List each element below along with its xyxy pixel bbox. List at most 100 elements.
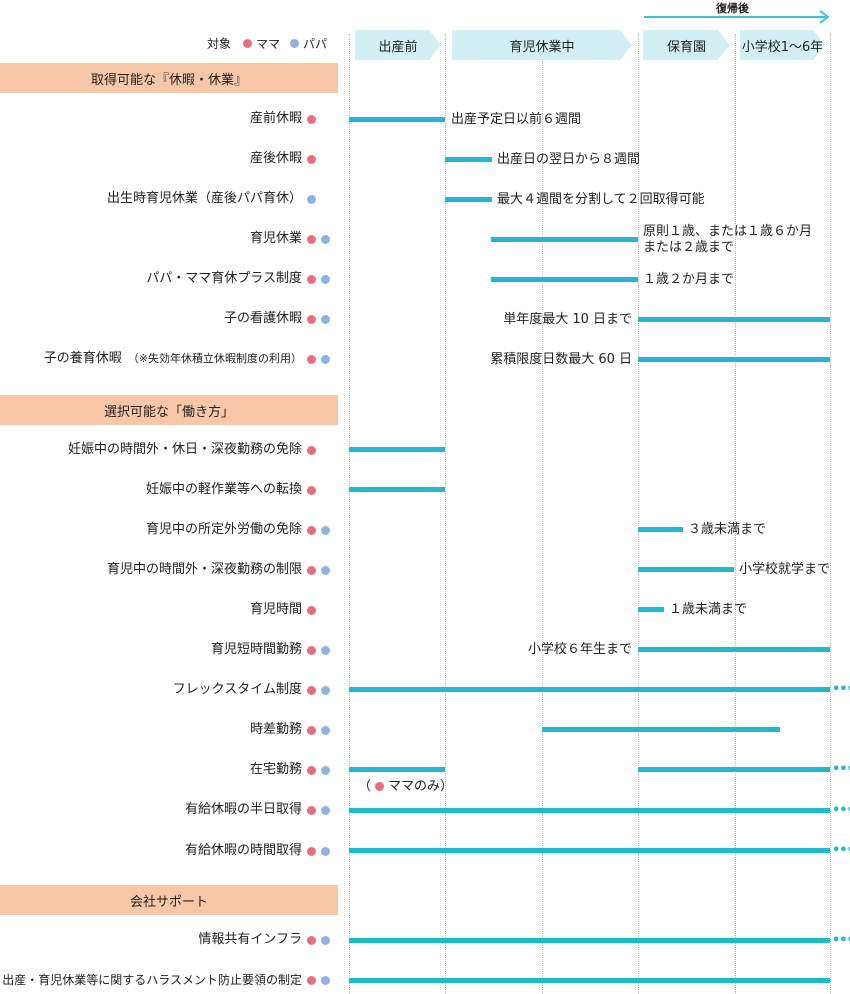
mama-dot-icon (307, 154, 316, 164)
row-targets (307, 109, 316, 129)
guide-line-3 (542, 34, 543, 994)
papa-dot-icon (321, 935, 330, 945)
guide-line-2 (445, 34, 446, 994)
period-bar (638, 607, 664, 612)
row-label-info-sharing: 情報共有インフラ (198, 932, 302, 947)
period-bar (349, 117, 445, 122)
mama-dot-icon (307, 846, 316, 856)
phase-elementary: 小学校1〜6年 (740, 30, 825, 60)
row-targets (307, 520, 330, 540)
mama-dot-icon (307, 445, 316, 455)
row-label-papa-mama-plus: パパ・ママ育休プラス制度 (146, 271, 302, 286)
row-label-harassment-prevention: 妊娠・出産・育児休業等に関するハラスメント防止要領の制定 (0, 973, 302, 987)
papa-dot-icon (321, 314, 330, 324)
section-leave: 取得可能な『休暇・休業』 (0, 63, 338, 93)
row-label-hourly-leave: 有給休暇の時間取得 (184, 843, 302, 858)
row-targets (307, 560, 330, 580)
papa-dot-icon (321, 354, 330, 364)
period-bar (491, 277, 638, 282)
papa-dot-icon (321, 765, 330, 775)
annotation: 原則１歳、または１歳６か月 (643, 224, 813, 239)
row-targets (307, 269, 330, 289)
period-bar (638, 767, 830, 772)
row-label-papa-birth-leave: 出生時育児休業（産後パパ育休） (106, 191, 302, 206)
guide-line-4 (638, 34, 639, 994)
row-label-short-hours: 育児短時間勤務 (210, 642, 302, 657)
mama-dot-icon (375, 782, 385, 791)
annotation-text: ママのみ） (388, 779, 454, 794)
return-arrow-icon (644, 10, 830, 24)
annotation: ３歳未満まで (688, 522, 767, 537)
row-targets (307, 841, 330, 861)
period-bar (491, 237, 638, 242)
return-label: 復帰後 (716, 2, 749, 15)
row-label-pregnancy-overtime-exemption: 妊娠中の時間外・休日・深夜勤務の免除 (67, 442, 302, 457)
row-label-staggered-hours: 時差勤務 (249, 722, 302, 737)
annotation-mama-only: （ ママのみ） (358, 778, 453, 795)
row-label-text: 子の養育休暇 (43, 351, 122, 366)
annotation: 小学校６年生まで (527, 642, 632, 657)
papa-dot-icon (321, 975, 330, 985)
continuation-marker: ••• (832, 843, 850, 858)
period-bar (349, 447, 445, 452)
mama-dot-icon (307, 354, 316, 364)
continuation-marker: ••• (832, 682, 850, 697)
row-targets (307, 309, 330, 329)
guide-line-6 (830, 34, 831, 994)
mama-dot-icon (243, 39, 253, 48)
mama-dot-icon (307, 605, 316, 615)
continuation-marker: ••• (832, 933, 850, 948)
section-work-style: 選択可能な「働き方」 (0, 395, 338, 425)
legend-papa-label: パパ (303, 37, 328, 51)
papa-dot-icon (307, 194, 316, 204)
legend-target-label: 対象 (207, 37, 232, 51)
row-label-pregnancy-light-work: 妊娠中の軽作業等への転換 (145, 482, 302, 497)
row-targets (307, 480, 316, 500)
mama-dot-icon (307, 525, 316, 535)
row-targets (307, 680, 330, 700)
mama-dot-icon (307, 565, 316, 575)
period-bar (349, 978, 830, 983)
mama-dot-icon (307, 935, 316, 945)
period-bar (445, 197, 492, 202)
papa-dot-icon (321, 846, 330, 856)
continuation-marker: ••• (832, 803, 850, 818)
mama-dot-icon (307, 645, 316, 655)
papa-dot-icon (321, 525, 330, 535)
period-bar (638, 527, 683, 532)
period-bar (638, 567, 734, 572)
annotation: １歳２か月まで (643, 272, 735, 287)
period-bar (445, 157, 492, 162)
papa-dot-icon (321, 565, 330, 575)
guide-line-5 (735, 34, 736, 994)
row-targets (307, 720, 330, 740)
papa-dot-icon (321, 274, 330, 284)
annotation: 最大４週間を分割して２回取得可能 (497, 192, 705, 207)
row-targets (307, 189, 316, 209)
row-targets (307, 229, 330, 249)
row-label-prenatal-leave: 産前休暇 (249, 111, 302, 126)
annotation: 単年度最大 10 日まで (503, 312, 632, 327)
papa-dot-icon (290, 39, 300, 48)
row-targets (307, 970, 330, 990)
guide-line-1 (349, 34, 350, 994)
row-label-flextime: フレックスタイム制度 (172, 682, 302, 697)
mama-dot-icon (307, 805, 316, 815)
period-bar (349, 938, 830, 943)
row-targets (307, 349, 330, 369)
period-bar (349, 808, 830, 813)
row-targets (307, 800, 330, 820)
row-label-child-rearing-leave: 子の養育休暇（※失効年休積立休暇制度の利用） (44, 349, 302, 369)
mama-dot-icon (307, 114, 316, 124)
mama-dot-icon (307, 765, 316, 775)
legend: 対象 ママ パパ (207, 35, 327, 52)
row-label-overtime-limit: 育児中の時間外・深夜勤務の制限 (106, 562, 302, 577)
row-label-remote-work: 在宅勤務 (249, 762, 302, 777)
annotation-paren: （ (358, 779, 372, 794)
period-bar (349, 687, 830, 692)
phase-nursery: 保育園 (643, 30, 730, 60)
row-targets (307, 600, 316, 620)
papa-dot-icon (321, 805, 330, 815)
annotation: または２歳まで (643, 240, 735, 255)
row-targets (307, 760, 330, 780)
